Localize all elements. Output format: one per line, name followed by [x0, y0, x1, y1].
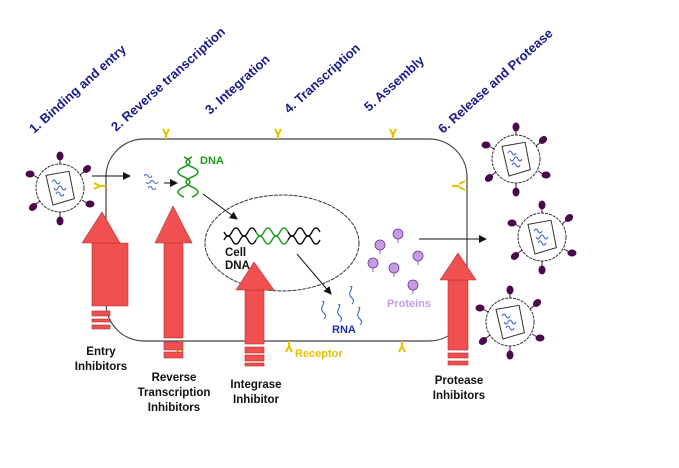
protease-inhibitors-label: Protease Inhibitors: [433, 375, 485, 402]
rt-inhibitors-line3: Inhibitors: [148, 402, 200, 414]
virus-released-icon-2: [507, 200, 577, 275]
protease-inhibitors-line1: Protease: [435, 375, 484, 387]
proteins-icon: [367, 228, 424, 294]
integrase-inhibitor-line2: Inhibitor: [233, 394, 280, 406]
virus-entering-icon: [25, 151, 95, 226]
virus-released-icon-1: [481, 122, 551, 197]
stage-label-integration: 3. Integration: [202, 51, 273, 117]
entry-inhibitors-label: Entry Inhibitors: [75, 346, 127, 373]
entry-inhibitor-arrow: [81, 211, 129, 330]
integrase-inhibitor-line1: Integrase: [230, 379, 281, 391]
cell-dna-label-line1: Cell: [225, 247, 246, 259]
stage-label-release-protease: 6. Release and Protease: [435, 25, 556, 136]
entry-inhibitors-line1: Entry: [86, 346, 116, 358]
rt-inhibitors-line1: Reverse: [152, 372, 197, 384]
stage-label-assembly: 5. Assembly: [361, 52, 428, 114]
transcription-arrow: [296, 253, 332, 295]
protease-inhibitors-line2: Inhibitors: [433, 390, 485, 402]
stage-label-reverse-transcription: 2. Reverse transcription: [108, 24, 228, 134]
rt-inhibitor-arrow: [154, 205, 193, 359]
nucleus: [204, 194, 360, 292]
integrase-inhibitor-arrow: [235, 261, 275, 367]
rna-strands-icon: [321, 285, 362, 326]
cell-dna-helix-icon: [223, 227, 321, 245]
viral-dna-icon: [177, 156, 199, 198]
rna-label: RNA: [332, 324, 356, 336]
rt-inhibitors-label: Reverse Transcription Inhibitors: [138, 372, 211, 414]
integrase-inhibitor-label: Integrase Inhibitor: [230, 379, 281, 406]
viral-dna-label: DNA: [200, 155, 224, 167]
viral-rna-icon: [143, 174, 159, 190]
stage-label-transcription: 4. Transcription: [281, 40, 363, 116]
integration-arrow: [202, 193, 238, 220]
rt-inhibitors-line2: Transcription: [138, 387, 211, 399]
virus-released-icon-3: [475, 285, 545, 360]
receptor-label: Receptor: [295, 348, 343, 360]
proteins-label: Proteins: [387, 298, 431, 310]
entry-inhibitors-line2: Inhibitors: [75, 361, 127, 373]
cell-dna-label-line2: DNA: [225, 260, 250, 272]
protease-inhibitor-arrow: [439, 252, 477, 366]
